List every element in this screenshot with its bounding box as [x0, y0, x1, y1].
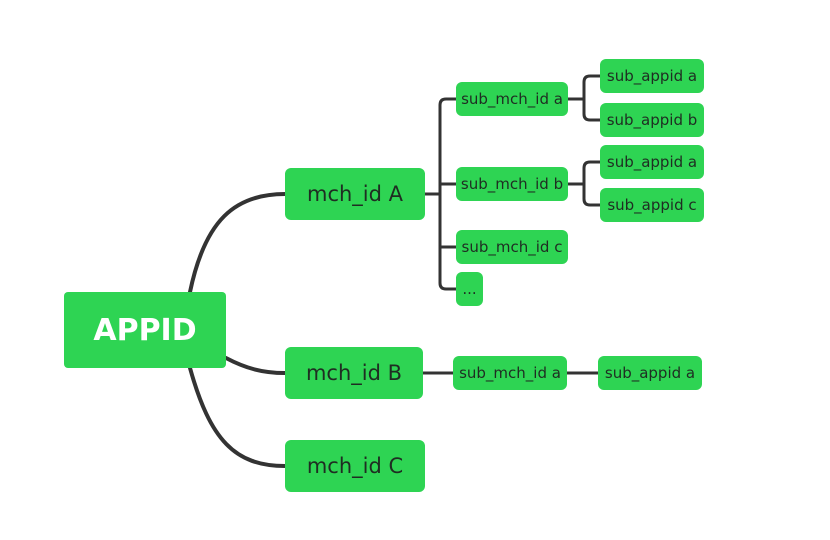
node-a-b-sub-appid-c[interactable]: sub_appid c — [600, 188, 704, 222]
node-a-a-sub-appid-b[interactable]: sub_appid b — [600, 103, 704, 137]
node-b-sub-mch-id-a[interactable]: sub_mch_id a — [453, 356, 567, 390]
node-label: sub_mch_id b — [460, 175, 564, 193]
node-label: ... — [462, 280, 477, 298]
node-label: sub_mch_id a — [459, 364, 561, 382]
node-label: mch_id B — [305, 361, 403, 385]
node-mch-id-a[interactable]: mch_id A — [285, 168, 425, 220]
connector-root-mch-c — [188, 366, 287, 468]
node-a-sub-mch-id-a[interactable]: sub_mch_id a — [456, 82, 568, 116]
root-label: APPID — [93, 312, 197, 348]
node-label: sub_mch_id c — [461, 238, 563, 256]
connector-sub-a-bracket — [582, 74, 602, 122]
node-label: sub_appid b — [606, 111, 698, 129]
connector-root-mch-a — [188, 192, 287, 294]
node-b-a-sub-appid-a[interactable]: sub_appid a — [598, 356, 702, 390]
node-a-a-sub-appid-a[interactable]: sub_appid a — [600, 59, 704, 93]
connector-mch-a-bracket — [438, 97, 458, 291]
node-mch-id-b[interactable]: mch_id B — [285, 347, 423, 399]
node-a-sub-mch-id-c[interactable]: sub_mch_id c — [456, 230, 568, 264]
node-a-more[interactable]: ... — [456, 272, 483, 306]
node-label: sub_appid a — [606, 153, 698, 171]
node-a-sub-mch-id-b[interactable]: sub_mch_id b — [456, 167, 568, 201]
node-mch-id-c[interactable]: mch_id C — [285, 440, 425, 492]
node-a-b-sub-appid-a[interactable]: sub_appid a — [600, 145, 704, 179]
node-label: mch_id A — [306, 182, 404, 206]
node-label: sub_appid c — [607, 196, 697, 214]
node-label: sub_appid a — [606, 67, 698, 85]
connector-root-mch-b — [224, 356, 287, 375]
node-label: sub_mch_id a — [461, 90, 563, 108]
node-label: mch_id C — [306, 454, 404, 478]
connector-sub-b-bracket — [582, 160, 602, 207]
node-label: sub_appid a — [604, 364, 696, 382]
root-node-appid[interactable]: APPID — [64, 292, 226, 368]
